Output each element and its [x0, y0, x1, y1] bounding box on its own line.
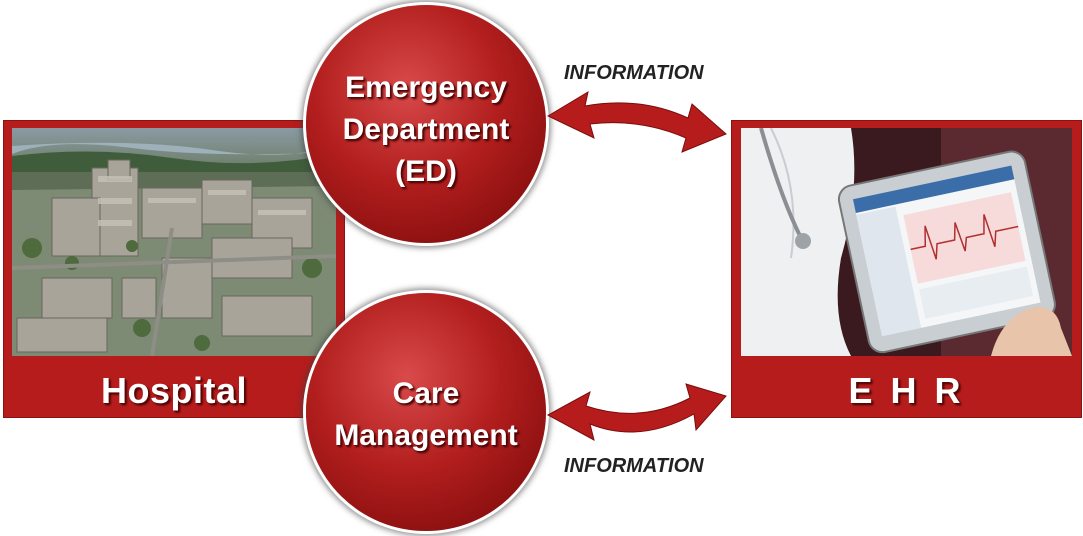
- care-line1: Care: [392, 377, 460, 410]
- bottom-information-label: INFORMATION: [564, 455, 704, 477]
- ehr-label: E H R: [848, 370, 965, 411]
- bottom-information-arrow: [546, 383, 727, 441]
- hospital-label: Hospital: [100, 370, 247, 411]
- emergency-line3: (ED): [395, 155, 457, 188]
- top-information-label: INFORMATION: [564, 62, 704, 84]
- care-line2: Management: [334, 419, 518, 452]
- hospital-panel: Hospital: [3, 120, 345, 418]
- hospital-aerial-photo: [12, 128, 336, 356]
- ehr-tablet-photo: [741, 128, 1072, 356]
- emergency-line2: Department: [342, 113, 510, 146]
- ehr-panel: E H R: [731, 120, 1082, 418]
- emergency-line1: Emergency: [345, 71, 507, 104]
- emergency-department-node: Emergency Department (ED): [306, 5, 546, 243]
- top-information-arrow: [546, 90, 727, 153]
- care-management-node: Care Management: [306, 293, 546, 531]
